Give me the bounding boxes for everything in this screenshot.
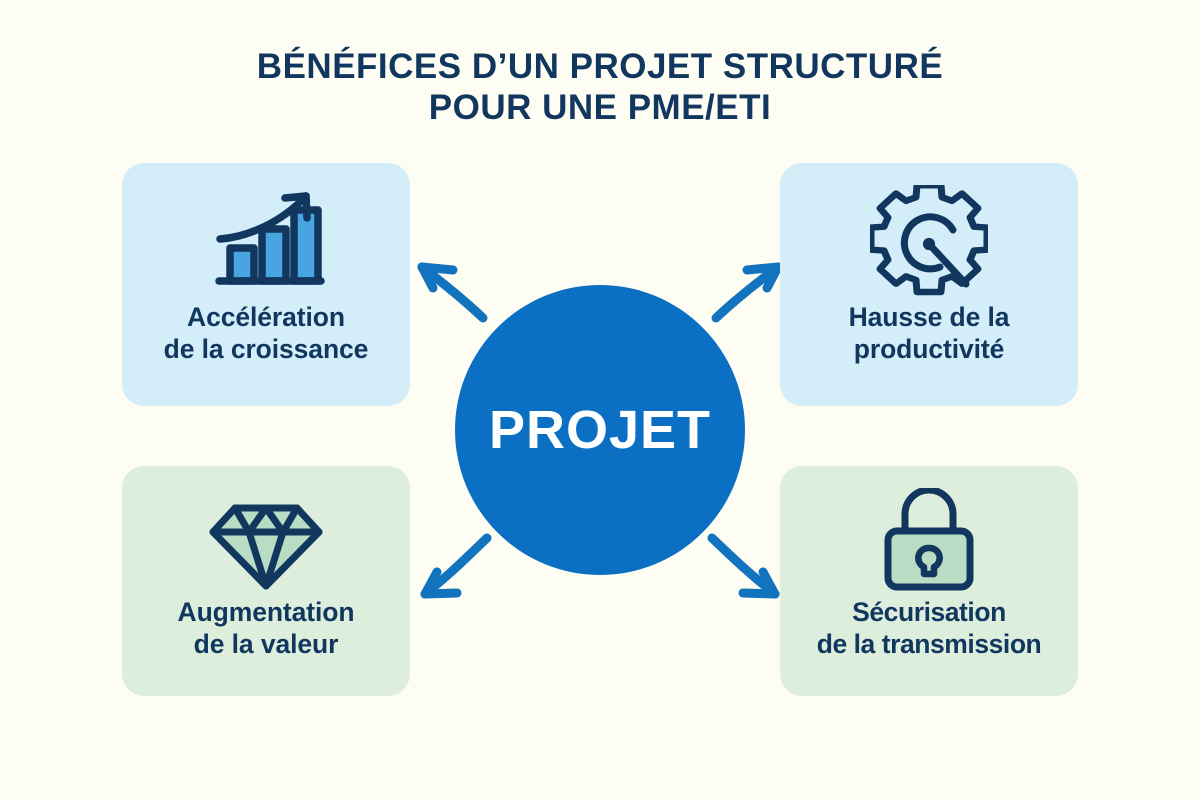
benefit-card-label: Augmentation de la valeur [177,597,355,660]
lock-icon [870,488,988,592]
title-line-2: POUR UNE PME/ETI [428,88,772,128]
gear-gauge-icon [870,185,988,297]
benefit-card-acceleration-croissance[interactable]: Accélération de la croissance [122,163,410,406]
page-title: BÉNÉFICES D’UN PROJET STRUCTURÉ POUR UNE… [0,46,1200,129]
benefit-card-hausse-productivite[interactable]: Hausse de la productivité [780,163,1078,406]
benefit-card-securisation-transmission[interactable]: Sécurisation de la transmission [780,466,1078,696]
center-node-projet[interactable]: PROJET [455,285,745,575]
arrow-to-bottom-left [420,533,492,599]
benefit-card-label: Accélération de la croissance [163,302,369,365]
center-node-label: PROJET [488,400,712,460]
title-line-1: BÉNÉFICES D’UN PROJET STRUCTURÉ [256,47,944,86]
arrow-to-top-left [417,262,488,323]
benefit-card-label: Hausse de la productivité [848,302,1010,365]
arrow-to-bottom-right [707,533,780,599]
diamond-icon [207,488,325,592]
growth-bar-chart-icon [207,185,325,297]
benefit-card-augmentation-valeur[interactable]: Augmentation de la valeur [122,466,410,696]
benefit-card-label: Sécurisation de la transmission [816,597,1042,660]
arrow-to-top-right [711,262,783,323]
